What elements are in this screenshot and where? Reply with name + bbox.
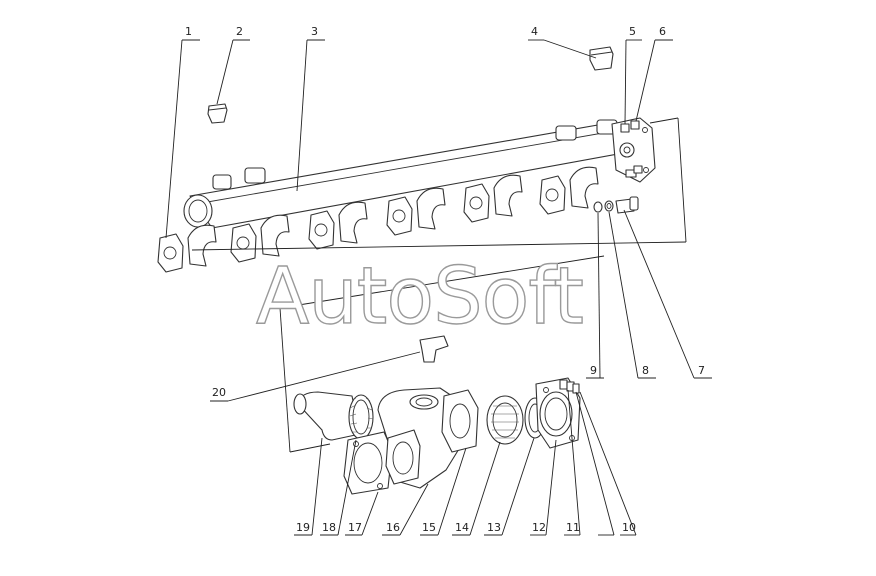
callout-15: 15 xyxy=(422,521,436,534)
callout-4: 4 xyxy=(531,25,538,38)
watermark-text: AutoSoft xyxy=(256,252,583,342)
callout-1: 1 xyxy=(185,25,192,38)
callout-2: 2 xyxy=(236,25,243,38)
cap-part-4 xyxy=(589,46,614,71)
leader-lines xyxy=(165,39,712,536)
housing-part-16 xyxy=(377,387,463,489)
manifold-pipe xyxy=(183,119,641,229)
callout-18: 18 xyxy=(322,521,336,534)
hose-part-19 xyxy=(293,391,361,441)
callout-6: 6 xyxy=(659,25,666,38)
gasket-part-17 xyxy=(343,431,393,495)
port-flanges xyxy=(157,166,599,273)
callout-17: 17 xyxy=(348,521,362,534)
callout-13: 13 xyxy=(487,521,501,534)
callout-labels: 1 2 3 4 5 6 7 8 9 10 11 12 13 14 15 16 1… xyxy=(185,25,705,534)
nuts-part-10 xyxy=(559,379,580,394)
callout-12: 12 xyxy=(532,521,546,534)
callout-10: 10 xyxy=(622,521,636,534)
callout-14: 14 xyxy=(455,521,469,534)
callout-11: 11 xyxy=(566,521,580,534)
callout-8: 8 xyxy=(642,364,649,377)
cover-parts-11-12 xyxy=(535,377,581,449)
connector-part-20 xyxy=(419,335,449,363)
thermostat-part-14 xyxy=(486,395,524,445)
callout-5: 5 xyxy=(629,25,636,38)
callout-9: 9 xyxy=(590,364,597,377)
callout-19: 19 xyxy=(296,521,310,534)
clamp-part-18 xyxy=(348,394,374,440)
callout-7: 7 xyxy=(698,364,705,377)
pipe-end-flange xyxy=(611,117,656,183)
callout-16: 16 xyxy=(386,521,400,534)
callout-20: 20 xyxy=(212,386,226,399)
bolt-and-washers xyxy=(593,196,639,214)
flange-part-15 xyxy=(441,389,479,453)
plug-part-2 xyxy=(207,103,228,124)
callout-3: 3 xyxy=(311,25,318,38)
